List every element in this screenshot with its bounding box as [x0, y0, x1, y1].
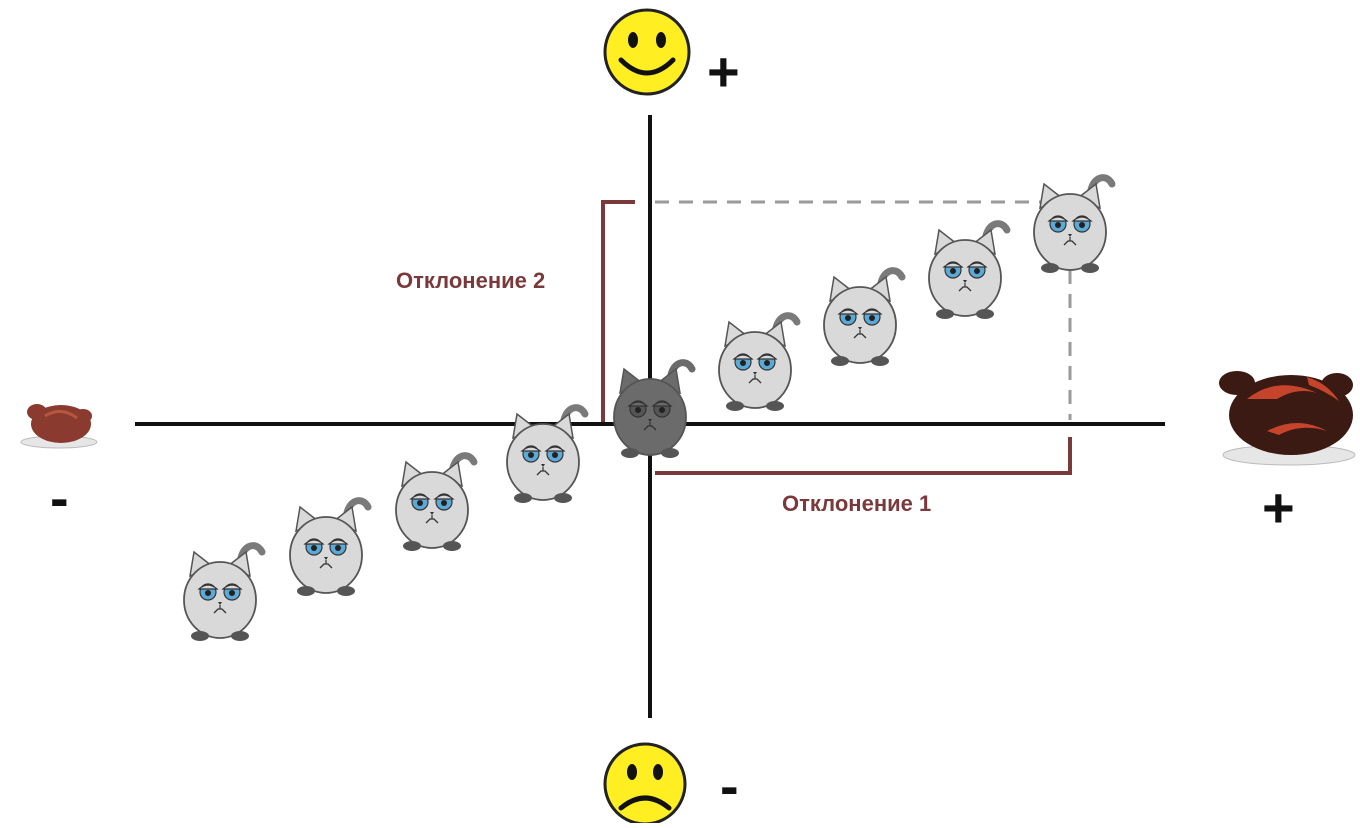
x-axis-plus-label: +	[1262, 476, 1295, 539]
y-axis-minus-label: -	[720, 754, 739, 817]
deviation-2-label: Отклонение 2	[396, 268, 546, 293]
y-axis-plus-label: +	[707, 40, 740, 103]
large-roast-chicken-icon	[1219, 371, 1356, 466]
x-axis-minus-label: -	[50, 466, 69, 529]
small-roast-chicken-icon	[20, 404, 98, 449]
cat-7	[824, 271, 902, 366]
cat-9	[1034, 178, 1112, 273]
deviation-1-bracket	[655, 437, 1072, 475]
cat-4	[507, 408, 585, 503]
cat-3	[396, 456, 474, 551]
cat-2	[290, 501, 368, 596]
cat-6	[719, 316, 797, 411]
cat-8	[929, 224, 1007, 319]
deviation-1-label: Отклонение 1	[782, 491, 932, 516]
happy-face-icon	[603, 8, 691, 96]
sad-face-icon	[603, 742, 687, 826]
cat-1	[184, 546, 262, 641]
mean-cat	[613, 359, 696, 458]
deviation-2-bracket	[601, 200, 635, 422]
